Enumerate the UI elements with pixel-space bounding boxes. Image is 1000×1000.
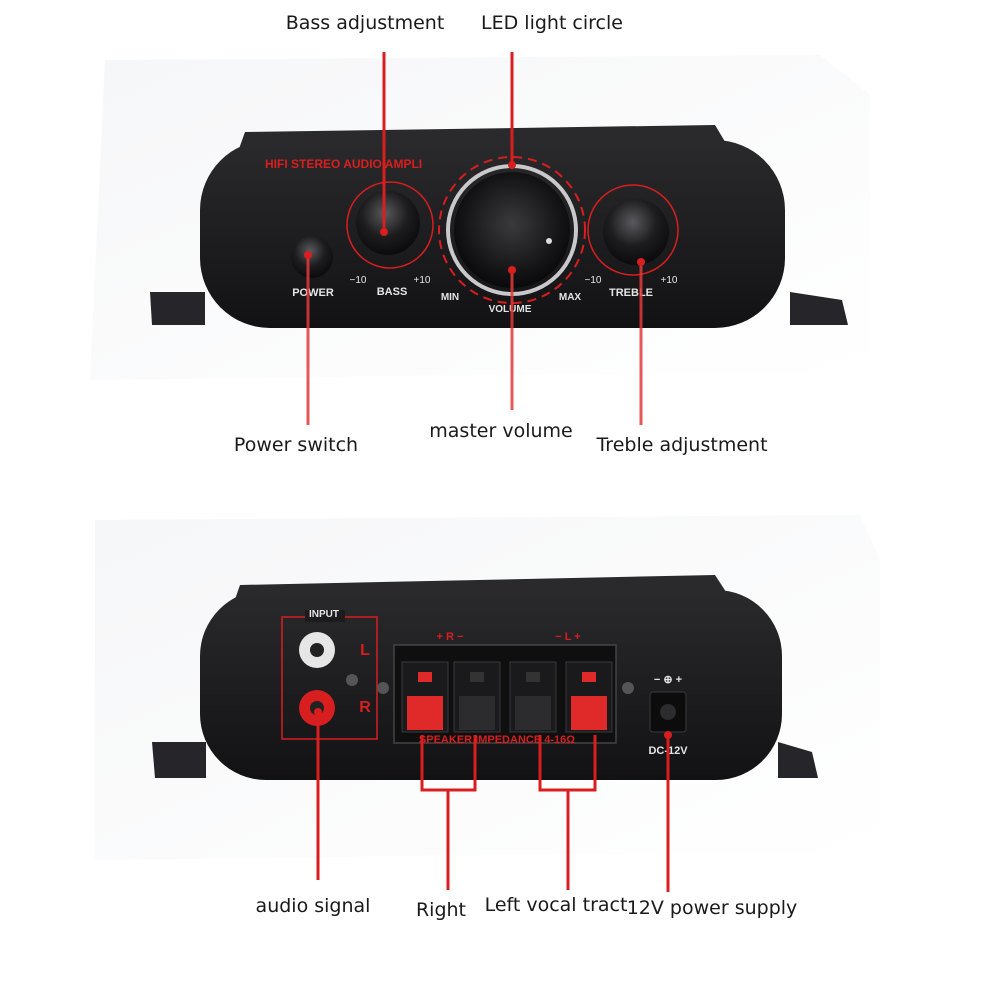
supply-leader-dot: [664, 731, 672, 739]
rca-left-center: [310, 643, 324, 657]
volume-scale: [438, 156, 586, 304]
terminal-right-plus-lever: [407, 696, 443, 730]
bass-adjustment-caption: Bass adjustment: [285, 12, 445, 34]
left-terminal-polarity: − L +: [555, 631, 580, 643]
treble-knob[interactable]: [603, 199, 669, 265]
volume-max-label: MAX: [559, 292, 582, 303]
right-terminal-polarity: + R −: [437, 631, 464, 643]
volume-knob[interactable]: [454, 172, 570, 288]
treble-min-label: −10: [585, 275, 602, 286]
front-leader-lines: [304, 52, 645, 425]
treble-adjustment-caption: Treble adjustment: [596, 434, 768, 456]
rear-panel: INPUT L R + R − − L + SPEAKER IMPEDANCE …: [152, 575, 818, 780]
brand-text: HIFI STEREO AUDIO AMPLI: [265, 157, 422, 171]
power-leader-dot: [304, 251, 312, 259]
bass-ring: [346, 181, 434, 269]
treble-leader-dot: [637, 258, 645, 266]
front-right-foot: [790, 292, 848, 325]
dc-polarity-label: − ⊕ +: [654, 674, 682, 686]
led-light-circle-caption: LED light circle: [481, 12, 623, 34]
input-screw: [346, 674, 358, 686]
terminal-screw-left: [377, 682, 389, 694]
terminal-right-plus-hole: [418, 672, 432, 682]
front-left-foot: [150, 292, 205, 325]
power-supply-caption: 12V power supply: [626, 897, 798, 919]
rear-left-foot: [152, 742, 206, 778]
power-switch-caption: Power switch: [233, 434, 359, 456]
audio-leader-dot: [314, 708, 322, 716]
terminal-screw-right: [622, 682, 634, 694]
audio-signal-caption: audio signal: [255, 895, 371, 917]
rear-right-foot: [778, 742, 818, 778]
rear-leader-lines: [314, 708, 672, 892]
volume-leader-dot: [508, 266, 516, 274]
volume-indicator-dot: [546, 238, 552, 244]
front-panel: HIFI STEREO AUDIO AMPLI POWER −10 +10 BA…: [150, 125, 848, 328]
left-vocal-tract-caption: Left vocal tract: [484, 894, 628, 916]
power-button[interactable]: [291, 236, 333, 278]
terminal-right-minus-hole: [470, 672, 484, 682]
l-channel-label: L: [360, 642, 370, 659]
terminal-right-minus-lever: [459, 696, 495, 730]
dc-jack-socket: [660, 704, 676, 720]
input-label: INPUT: [309, 609, 339, 620]
bass-max-label: +10: [414, 275, 431, 286]
treble-label: TREBLE: [609, 287, 653, 299]
volume-label: VOLUME: [489, 304, 532, 315]
right-caption: Right: [415, 899, 467, 921]
volume-min-label: MIN: [441, 292, 459, 303]
r-channel-label: R: [359, 699, 371, 716]
impedance-label: SPEAKER IMPEDANCE 4-16Ω: [419, 734, 575, 746]
treble-ring: [587, 184, 679, 276]
terminal-left-minus-lever: [515, 696, 551, 730]
bass-leader-dot: [380, 228, 388, 236]
bass-min-label: −10: [350, 275, 367, 286]
terminal-left-minus-hole: [526, 672, 540, 682]
terminal-left-plus-lever: [571, 696, 607, 730]
power-label: POWER: [292, 287, 334, 299]
input-label-bg: [305, 610, 345, 622]
master-volume-caption: master volume: [429, 420, 573, 442]
treble-max-label: +10: [661, 275, 678, 286]
bass-label: BASS: [377, 286, 408, 298]
led-leader-dot: [508, 161, 516, 169]
terminal-left-plus-hole: [582, 672, 596, 682]
bass-knob[interactable]: [356, 191, 420, 255]
